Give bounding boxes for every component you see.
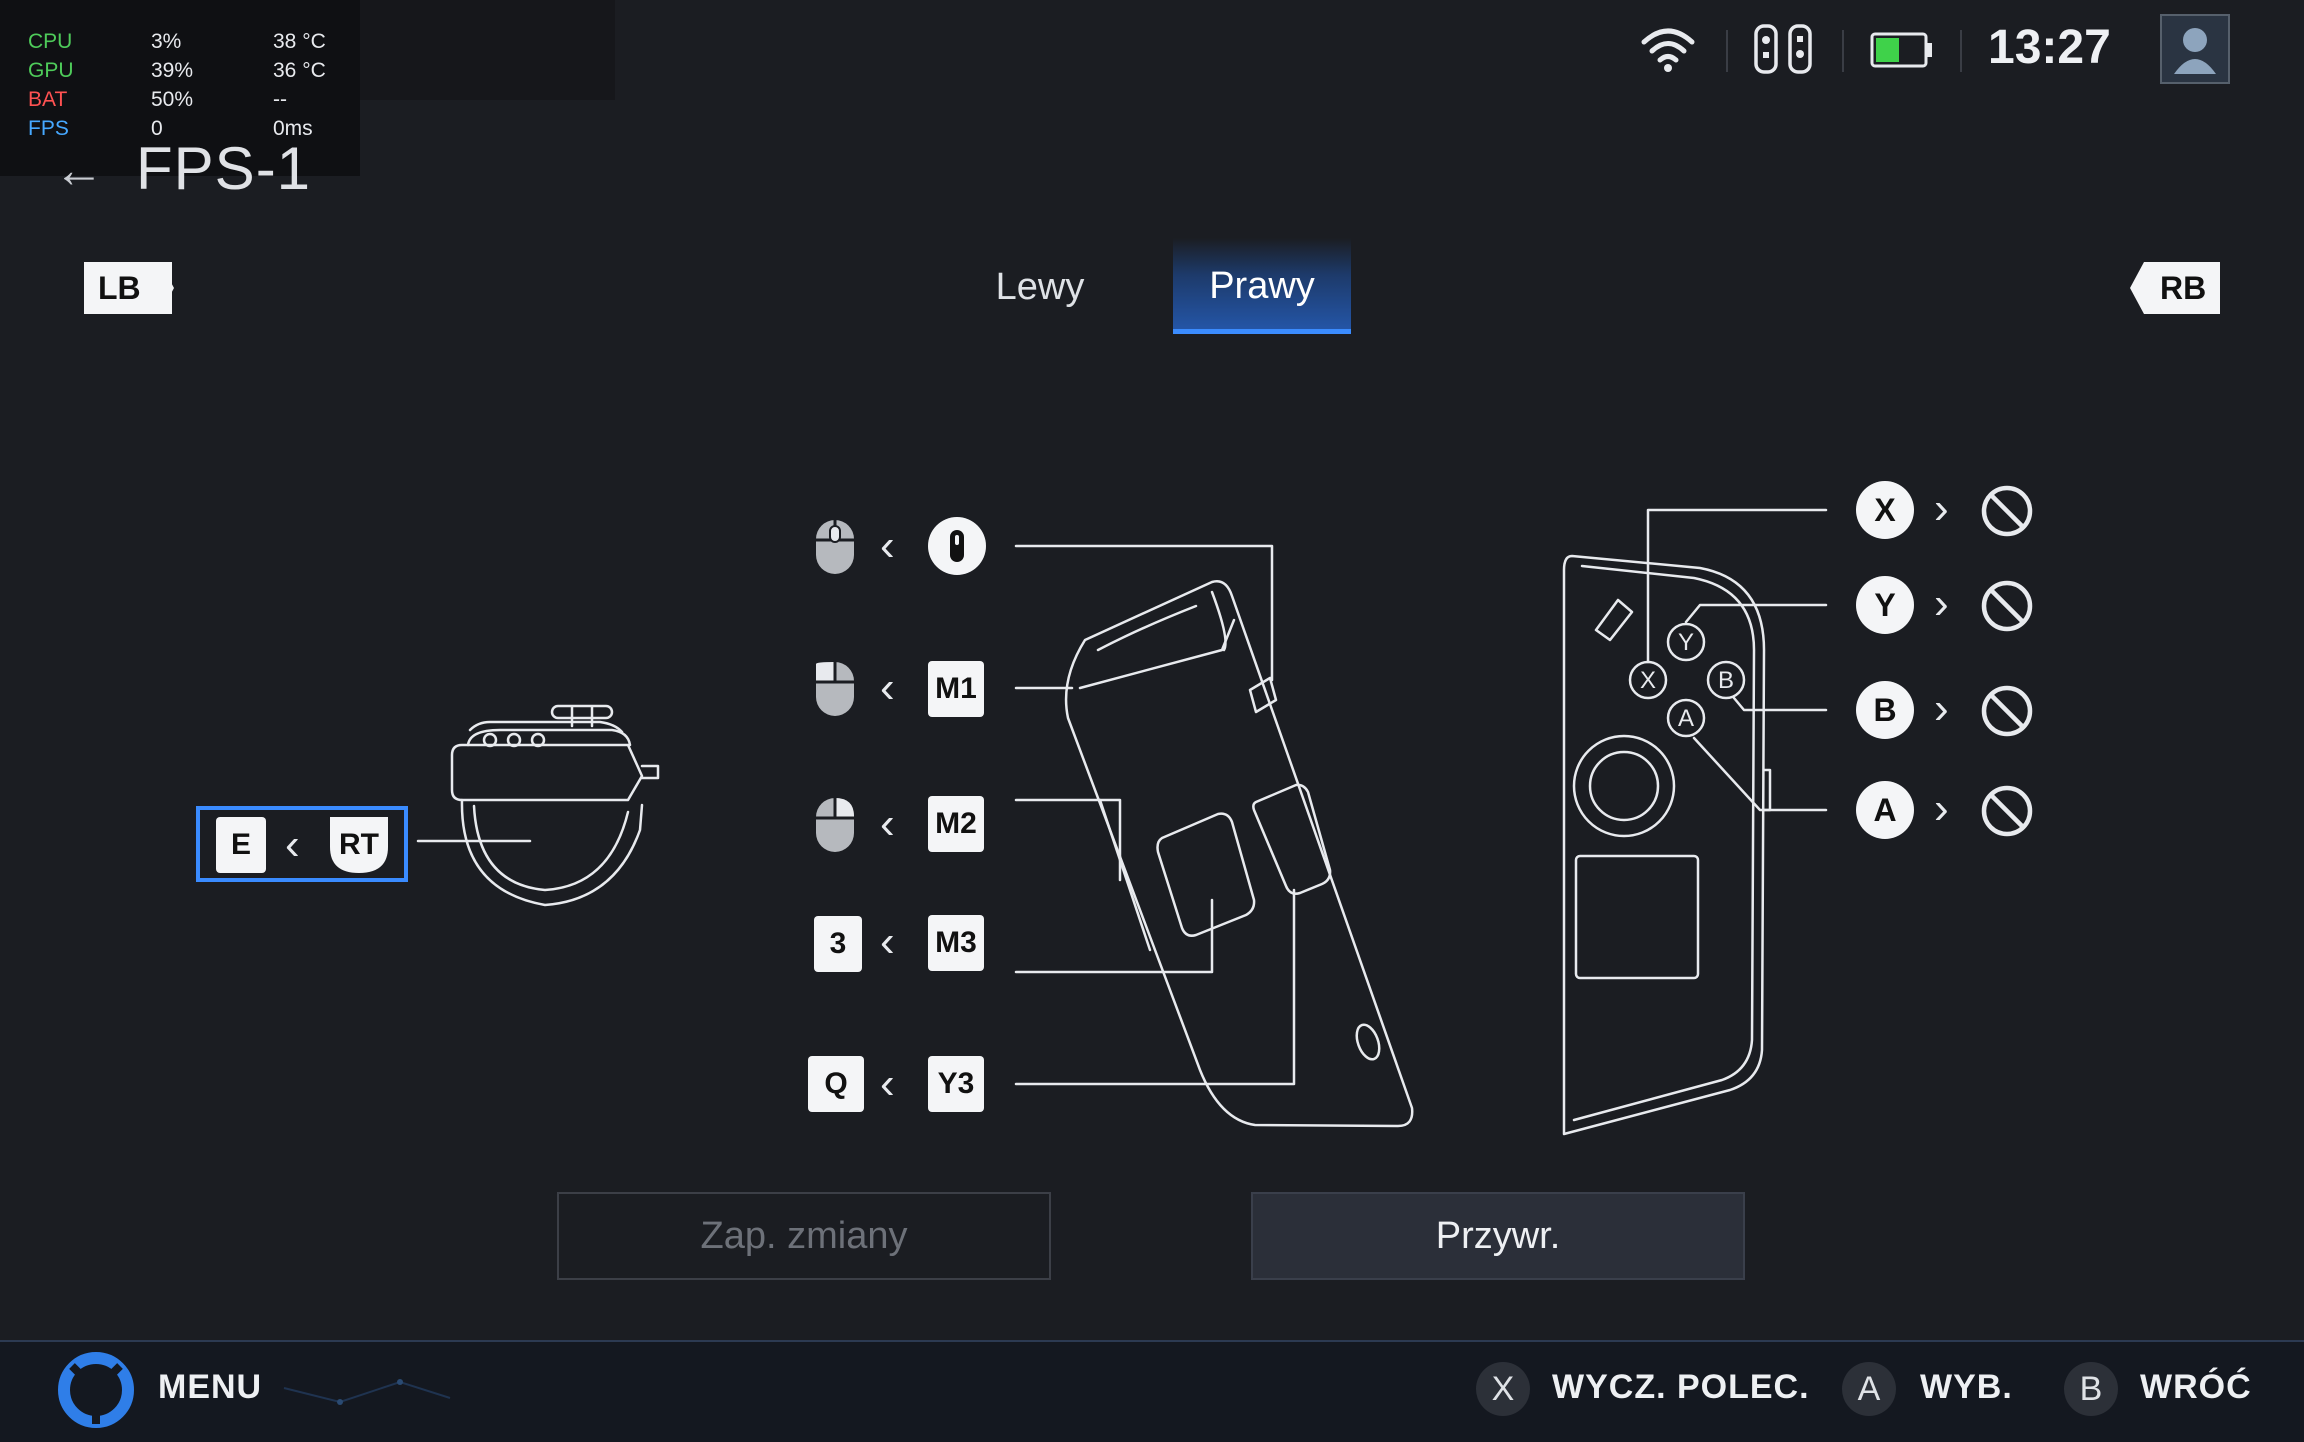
b-button-chip[interactable]: B (1856, 681, 1914, 739)
y3-button-chip[interactable]: Y3 (928, 1056, 984, 1112)
chevron-left-icon: ‹ (880, 917, 895, 966)
b-face-label: B (1718, 667, 1734, 694)
mouse-icon (816, 520, 854, 574)
lb-label: LB (98, 270, 141, 306)
restore-button[interactable]: Przywr. (1251, 1192, 1745, 1280)
status-divider (1842, 30, 1844, 72)
chevron-left-icon: ‹ (880, 521, 895, 570)
perf-temp: 0ms (273, 117, 313, 140)
perf-label: GPU (28, 59, 74, 82)
menu-logo-icon[interactable] (58, 1352, 134, 1428)
disabled-icon (1981, 580, 2033, 632)
chevron-right-icon: › (1934, 579, 1949, 628)
disabled-icon (1981, 785, 2033, 837)
perf-label: CPU (28, 30, 73, 53)
disabled-icon (1981, 685, 2033, 737)
rt-trigger-chip: RT (330, 817, 388, 873)
circuit-decoration (283, 1379, 451, 1405)
chevron-right-icon: › (1934, 684, 1949, 733)
user-avatar-icon[interactable] (2160, 14, 2230, 84)
perf-usage: 3% (151, 30, 182, 53)
footer-bar (0, 1340, 2304, 1442)
m3-button-chip[interactable]: M3 (928, 915, 984, 971)
mouse-scroll-icon[interactable] (928, 517, 986, 575)
rt-label: RT (339, 828, 379, 861)
y-face-label: Y (1678, 629, 1694, 656)
mouse-right-icon (816, 798, 854, 852)
chevron-left-icon: ‹ (880, 1059, 895, 1108)
rb-label: RB (2160, 270, 2207, 306)
disabled-icon (1981, 485, 2033, 537)
y-button-chip[interactable]: Y (1856, 576, 1914, 634)
performance-overlay: CPU 3% 38 °C GPU 39% 36 °C BAT 50% -- FP… (0, 0, 360, 176)
mapping-target-q: Q (808, 1056, 864, 1112)
wifi-icon (1641, 28, 1695, 72)
tab-left[interactable]: Lewy (995, 266, 1085, 308)
a-face-label: A (1678, 705, 1694, 732)
a-button-chip[interactable]: A (1856, 781, 1914, 839)
m2-button-chip[interactable]: M2 (928, 796, 984, 852)
perf-label: FPS (28, 117, 69, 140)
save-changes-button[interactable]: Zap. zmiany (557, 1192, 1051, 1280)
mouse-left-icon (816, 662, 854, 716)
perf-usage: 39% (151, 59, 194, 82)
controllers-icon (1754, 24, 1812, 74)
perf-temp: 38 °C (273, 30, 326, 53)
back-label[interactable]: WRÓĆ (2140, 1368, 2252, 1406)
chevron-left-icon: ‹ (880, 799, 895, 848)
rb-bumper-button[interactable]: RB (2130, 262, 2220, 314)
chevron-right-icon: › (1934, 784, 1949, 833)
clock: 13:27 (1988, 21, 2111, 74)
menu-label[interactable]: MENU (158, 1368, 263, 1406)
lb-bumper-button[interactable]: LB (84, 262, 174, 314)
chevron-left-icon: ‹ (285, 820, 300, 869)
arrow-left-icon[interactable]: ← (54, 142, 104, 198)
perf-label: BAT (28, 88, 68, 111)
a-key-icon: A (1842, 1362, 1896, 1416)
tab-right[interactable]: Prawy (1173, 238, 1351, 334)
x-face-label: X (1640, 667, 1656, 694)
perf-usage: 50% (151, 88, 194, 111)
status-divider (1726, 30, 1728, 72)
clear-command-label[interactable]: WYCZ. POLEC. (1552, 1368, 1810, 1406)
m1-button-chip[interactable]: M1 (928, 661, 984, 717)
b-key-icon: B (2064, 1362, 2118, 1416)
x-key-icon: X (1476, 1362, 1530, 1416)
battery-icon (1870, 32, 1932, 68)
perf-temp: -- (273, 88, 287, 111)
chevron-right-icon: › (1934, 484, 1949, 533)
perf-usage: 0 (151, 117, 163, 140)
status-divider (1960, 30, 1962, 72)
page-title: FPS-1 (136, 135, 312, 202)
mapping-target-3: 3 (814, 916, 862, 972)
x-button-chip[interactable]: X (1856, 481, 1914, 539)
perf-temp: 36 °C (273, 59, 326, 82)
chevron-left-icon: ‹ (880, 663, 895, 712)
select-label[interactable]: WYB. (1920, 1368, 2013, 1406)
mapping-target-e: E (216, 817, 266, 873)
overlay-panel (360, 0, 615, 100)
